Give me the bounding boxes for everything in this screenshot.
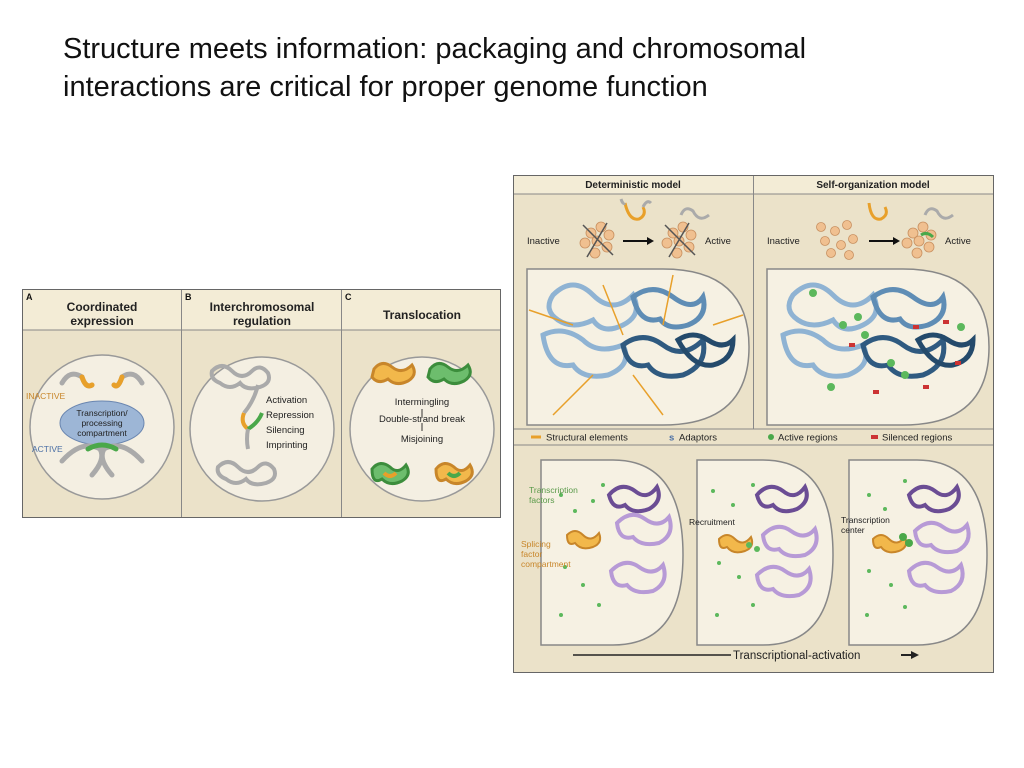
compartment-line-1: Transcription/ xyxy=(76,408,128,418)
legend-active-label: Active regions xyxy=(778,433,838,444)
misjoining-label: Misjoining xyxy=(401,434,443,445)
imprinting-label: Imprinting xyxy=(266,440,308,451)
title-line-1: Structure meets information: packaging a… xyxy=(63,33,807,65)
sf-label-2: factor xyxy=(521,549,542,559)
active-label: ACTIVE xyxy=(32,444,63,454)
compartment-line-2: processing xyxy=(81,418,122,428)
legend-structural-label: Structural elements xyxy=(546,433,628,444)
panel-c-diagram xyxy=(349,356,495,502)
inactive-label-right: Inactive xyxy=(767,236,800,247)
transcriptional-activation-label: Transcriptional-activation xyxy=(733,650,860,662)
left-figure: A Coordinated expression B Interchromoso… xyxy=(22,289,501,518)
panel-b-diagram xyxy=(189,356,335,502)
deterministic-model-header: Deterministic model xyxy=(585,180,681,191)
active-label-right: Active xyxy=(945,236,971,247)
panel-a-tag: A xyxy=(26,292,33,302)
title-line-2: interactions are critical for proper gen… xyxy=(63,71,708,103)
legend-silenced-swatch xyxy=(871,435,878,439)
legend-active-swatch xyxy=(768,434,774,440)
compartment-line-3: compartment xyxy=(77,428,127,438)
legend xyxy=(531,434,878,440)
self-organization-model-header: Self-organization model xyxy=(816,180,930,191)
inactive-label: INACTIVE xyxy=(26,391,66,401)
self-organization-nucleus xyxy=(766,268,990,426)
tf-label-1: Transcription xyxy=(529,485,578,495)
panel-a-title-1: Coordinated xyxy=(67,300,138,314)
tf-label-2: factors xyxy=(529,495,555,505)
transcriptional-activation-arrow xyxy=(573,651,919,659)
right-figure: Deterministic model Self-organization mo… xyxy=(513,175,994,673)
deterministic-transition xyxy=(579,198,710,259)
sf-label-1: Splicing xyxy=(521,539,551,549)
double-strand-break-label: Double-strand break xyxy=(379,414,465,425)
repression-label: Repression xyxy=(266,410,314,421)
recruitment-label: Recruitment xyxy=(689,517,735,527)
active-label-left: Active xyxy=(705,236,731,247)
sf-label-3: compartment xyxy=(521,559,571,569)
intermingling-label: Intermingling xyxy=(395,397,449,408)
tc-label-2: center xyxy=(841,525,865,535)
slide-title: Structure meets information: packaging a… xyxy=(63,30,993,106)
silencing-label: Silencing xyxy=(266,425,305,436)
deterministic-nucleus xyxy=(526,268,750,426)
legend-adaptors-symbol: s xyxy=(669,433,674,444)
panel-a-diagram xyxy=(29,354,175,500)
panel-b-title-1: Interchromosomal xyxy=(210,300,315,314)
bottom-nucleus-2 xyxy=(696,459,834,646)
inactive-label-left: Inactive xyxy=(527,236,560,247)
bottom-nucleus-1 xyxy=(540,459,684,646)
panel-b-tag: B xyxy=(185,292,192,302)
legend-adaptors-label: Adaptors xyxy=(679,433,717,444)
legend-silenced-label: Silenced regions xyxy=(882,433,952,444)
bottom-nucleus-3 xyxy=(848,459,988,646)
tc-label-1: Transcription xyxy=(841,515,890,525)
self-organization-transition xyxy=(816,202,954,260)
panel-a-title-2: expression xyxy=(70,314,133,328)
panel-c-title: Translocation xyxy=(383,308,461,322)
activation-label: Activation xyxy=(266,395,307,406)
panel-c-tag: C xyxy=(345,292,352,302)
panel-b-title-2: regulation xyxy=(233,314,291,328)
